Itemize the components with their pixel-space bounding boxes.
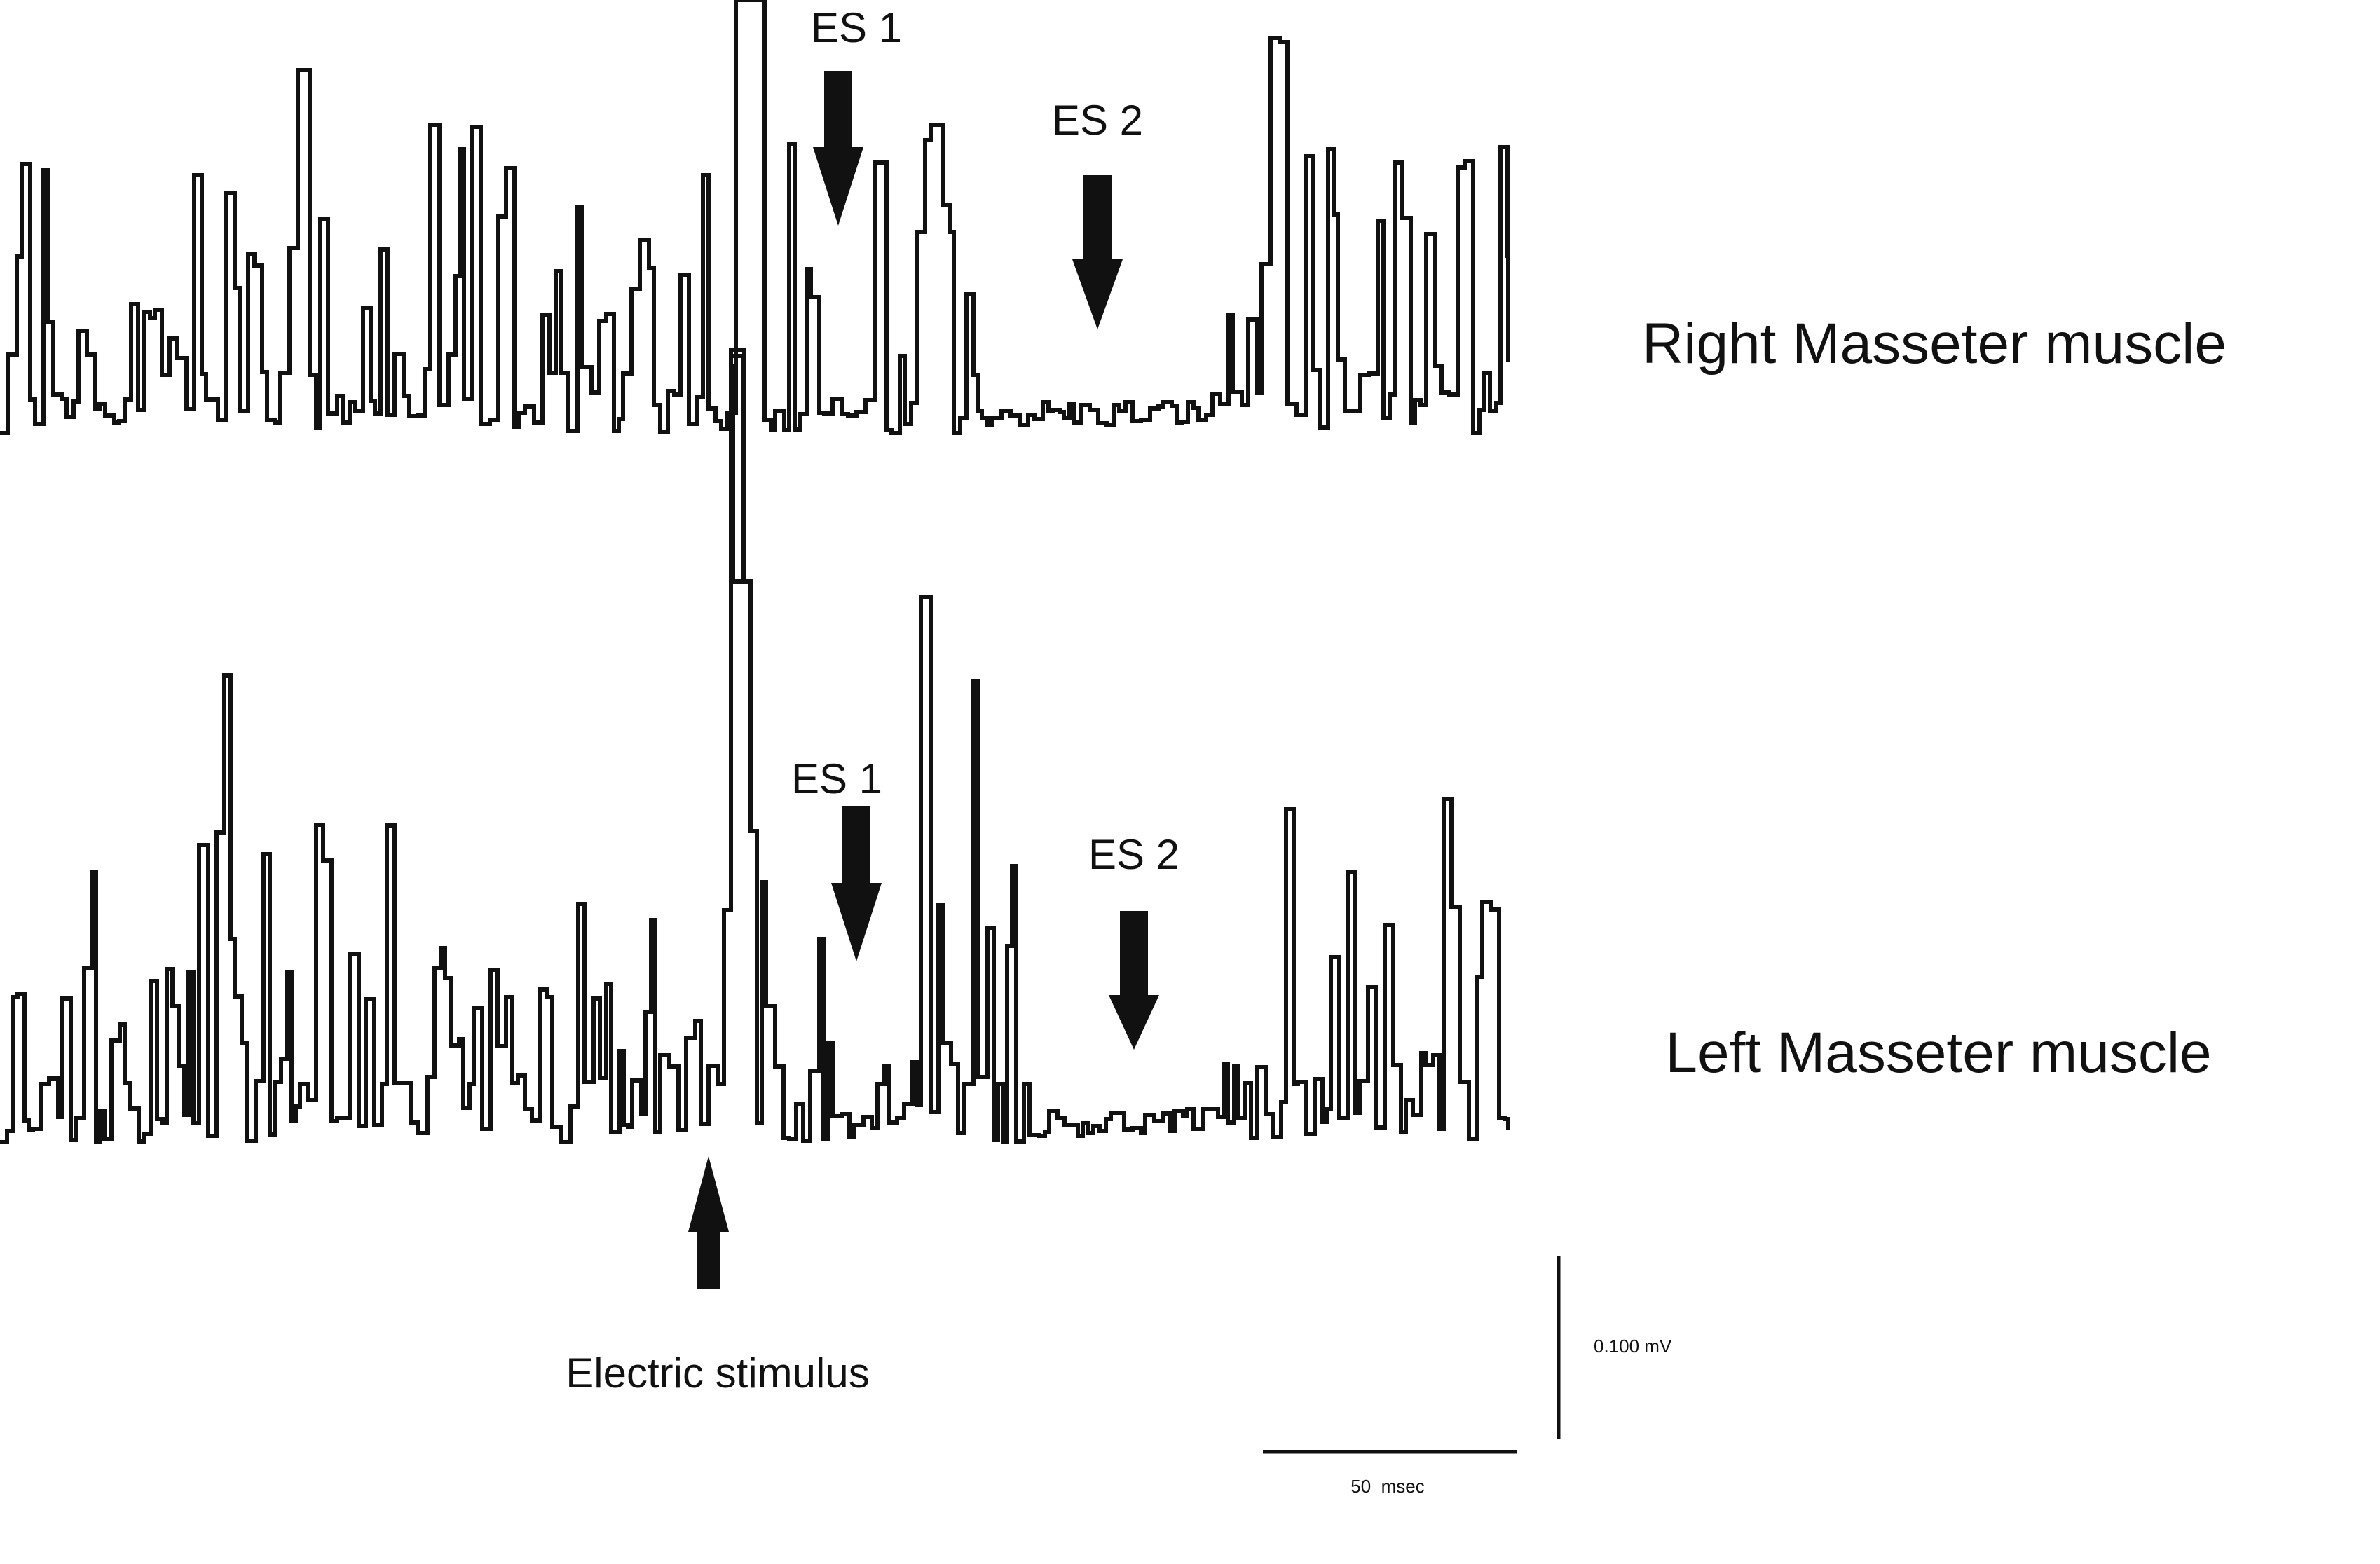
left-es1-label: ES 1 <box>791 755 882 802</box>
left-masseter-trace-group <box>0 348 1510 1144</box>
electric-stimulus-arrow <box>688 1156 729 1289</box>
electric-stimulus-label: Electric stimulus <box>566 1350 869 1397</box>
right-es2-label: ES 2 <box>1052 97 1143 144</box>
left-es2-label: ES 2 <box>1088 831 1179 878</box>
stimulus-artefact <box>731 354 745 584</box>
right-es1-arrow <box>813 71 863 226</box>
left-es2-arrow <box>1109 911 1159 1050</box>
right-masseter-label: Right Masseter muscle <box>1642 312 2227 376</box>
left-masseter-emg-trace <box>0 348 1510 1144</box>
time-scale-label: 50 msec <box>1350 1476 1425 1497</box>
right-masseter-trace-group <box>0 0 1510 435</box>
left-masseter-label: Left Masseter muscle <box>1665 1021 2211 1085</box>
right-es1-label: ES 1 <box>811 4 902 51</box>
right-masseter-emg-trace <box>0 0 1510 435</box>
amplitude-scale-label: 0.100 mV <box>1594 1336 1672 1357</box>
right-es2-arrow <box>1072 175 1123 329</box>
left-es1-arrow <box>831 806 882 961</box>
